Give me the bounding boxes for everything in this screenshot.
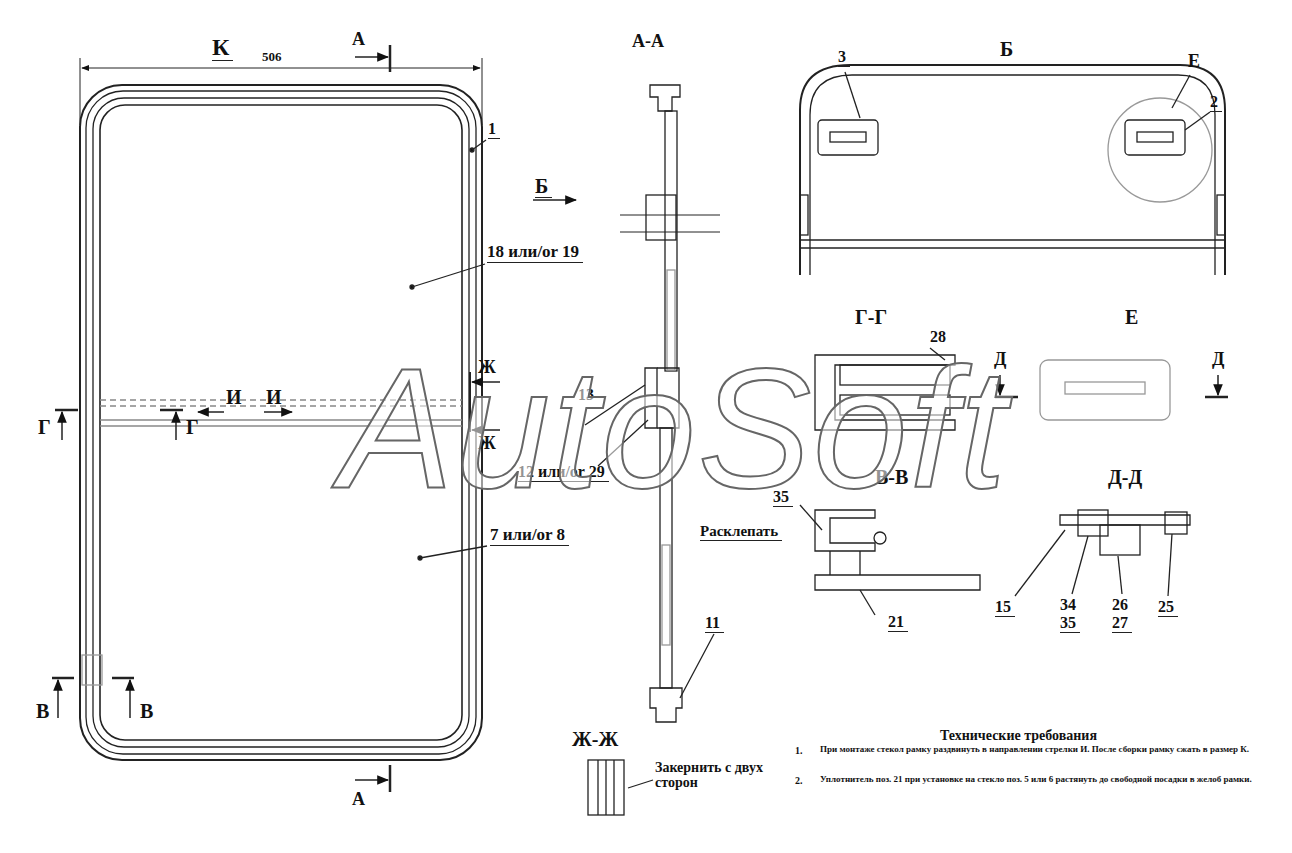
drawing-label: А [352, 790, 365, 810]
note-text: При монтаже стекол рамку раздвинуть в на… [820, 745, 1275, 755]
drawing-label: Д [1212, 350, 1224, 370]
callout-number: 35 [1060, 614, 1080, 633]
drawing-label: Ж-Ж [572, 728, 618, 750]
drawing-label: А [352, 30, 365, 50]
drawing-label: 1. [795, 745, 803, 756]
drawing-label: И [226, 386, 242, 408]
drawing-label: 34 [1060, 596, 1076, 614]
callout-number: 1 [488, 120, 500, 139]
callout-number: Б [535, 175, 552, 198]
callout-number: 7 или/or 8 [490, 526, 569, 546]
drawing-label: 2. [795, 775, 803, 786]
callout-number: 15 [995, 598, 1015, 617]
drawing-label: Г [186, 416, 199, 438]
drawing-label: Е [1188, 52, 1200, 72]
callout-number: Расклепать [700, 523, 782, 541]
drawing-label: Е [1125, 306, 1138, 328]
callout-number: 11 [705, 614, 724, 633]
drawing-label: Д-Д [1108, 466, 1142, 488]
drawing-label: А-А [632, 32, 664, 52]
callout-number: 27 [1112, 614, 1132, 633]
watermark: AutoSoft [340, 335, 1008, 522]
drawing-label: 26 [1112, 596, 1128, 614]
note-text: Уплотнитель поз. 21 при установке на сте… [820, 775, 1275, 785]
drawing-label: Технические требования [940, 728, 1097, 743]
drawing-label: Г-Г [855, 306, 887, 328]
callout-number: 18 или/or 19 [487, 243, 583, 263]
drawing-label: Г [38, 416, 51, 438]
callout-number: 2 [1210, 93, 1222, 112]
callout-number: 21 [888, 613, 908, 632]
drawing-label: В [140, 700, 153, 722]
drawing-label: И [266, 386, 282, 408]
drawing-label: Б [1000, 38, 1013, 60]
callout-number: 3 [838, 48, 850, 67]
callout-number: К [212, 34, 233, 61]
drawing-label: 506 [262, 50, 282, 64]
drawing-label: В [36, 700, 49, 722]
note-text: Закернить с двух сторон [655, 760, 775, 791]
callout-number: 25 [1158, 598, 1178, 617]
